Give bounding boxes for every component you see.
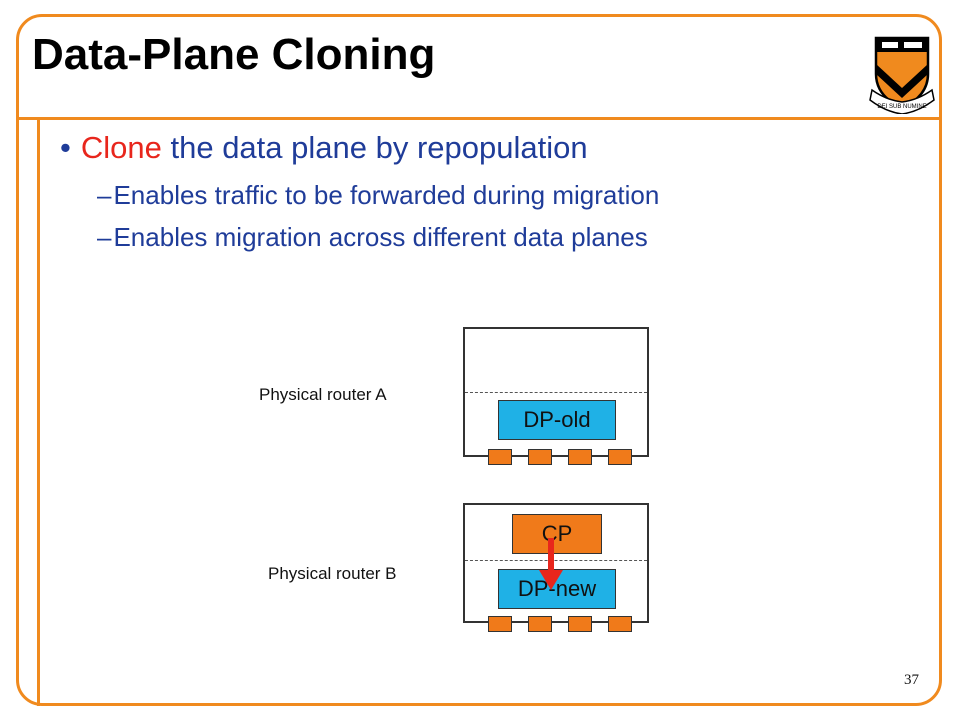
bullet-dot: • xyxy=(60,130,71,165)
router-b-port xyxy=(488,616,512,632)
router-b-port xyxy=(608,616,632,632)
router-b-dp-new: DP-new xyxy=(498,569,616,609)
router-b-port xyxy=(528,616,552,632)
router-b: CP DP-new xyxy=(463,503,649,623)
sub-bullet-2: –Enables migration across different data… xyxy=(97,222,648,253)
router-a-label: Physical router A xyxy=(259,385,387,404)
sub-bullet-text: Enables migration across different data … xyxy=(113,222,648,252)
princeton-shield-icon: DEI SUB NUMINE xyxy=(869,36,935,114)
title-divider xyxy=(16,117,942,120)
router-a-port xyxy=(608,449,632,465)
page-number: 37 xyxy=(904,672,919,688)
sub-bullet-1: –Enables traffic to be forwarded during … xyxy=(97,180,659,211)
router-a: DP-old xyxy=(463,327,649,457)
side-divider xyxy=(37,119,40,706)
slide-title: Data-Plane Cloning xyxy=(32,30,436,79)
svg-text:DEI SUB NUMINE: DEI SUB NUMINE xyxy=(877,104,926,110)
router-b-label: Physical router B xyxy=(268,564,397,583)
sub-dash: – xyxy=(97,180,112,210)
router-b-divider xyxy=(465,560,647,561)
sub-bullet-text: Enables traffic to be forwarded during m… xyxy=(113,180,660,210)
router-a-port xyxy=(528,449,552,465)
router-a-divider xyxy=(465,392,647,393)
bullet-highlight: Clone xyxy=(80,130,162,165)
router-a-port xyxy=(568,449,592,465)
router-b-cp: CP xyxy=(512,514,602,554)
slide-frame xyxy=(16,14,942,706)
sub-dash: – xyxy=(97,222,112,252)
bullet-text: the data plane by repopulation xyxy=(170,130,588,165)
router-a-port xyxy=(488,449,512,465)
router-b-port xyxy=(568,616,592,632)
main-bullet: • Clone the data plane by repopulation xyxy=(60,130,588,166)
router-a-dp-old: DP-old xyxy=(498,400,616,440)
